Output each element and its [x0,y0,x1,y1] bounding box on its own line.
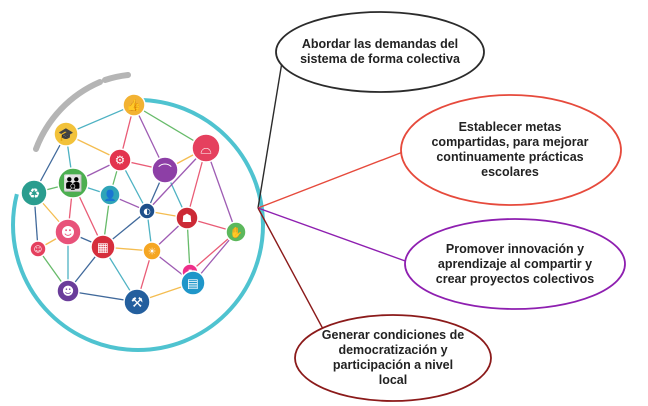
family-icon: 👪 [57,167,89,199]
thumbs-up-icon: 👍 [122,93,146,117]
svg-text:◐: ◐ [143,206,150,216]
tray-icon: ⌓ [191,133,221,163]
recycle-icon: ♻ [20,179,48,207]
svg-text:⌓: ⌓ [200,140,212,157]
svg-text:☻: ☻ [61,225,75,241]
hand-icon: ✋ [225,221,247,243]
svg-text:👍: 👍 [127,98,141,112]
community-icon: ☗ [175,206,199,230]
connector-line-1 [257,61,283,209]
bubble-shapes [275,11,626,402]
bubble-innovacion [404,218,626,310]
group-icon: ☻ [54,218,82,246]
people-gear-icon: ⚙ [108,148,132,172]
bubble-metas [400,94,622,206]
outer-gray-arc-2 [102,72,131,83]
bubble-democratizacion [294,314,492,402]
bubble-demandas [275,11,485,93]
svg-text:☀: ☀ [148,246,157,257]
svg-text:🎓: 🎓 [58,127,74,142]
crowd-icon: ☺ [29,240,47,258]
svg-text:☻: ☻ [62,284,74,298]
graduation-icon: 🎓 [53,121,79,147]
bridge-icon: ⌒ [151,156,179,184]
meeting-icon: ☻ [56,279,80,303]
svg-text:⚒: ⚒ [131,295,143,311]
svg-text:☗: ☗ [182,211,192,225]
person-icon: 👤 [99,184,121,206]
svg-text:👤: 👤 [103,189,116,202]
bubble-text-demandas: Abordar las demandas del sistema de form… [300,37,460,66]
network-nodes: 👍🎓⚙⌒⌓♻👪👤◐☗☻✋☺▦☀▮▤☻⚒ [20,93,247,316]
svg-text:▤: ▤ [187,276,199,291]
svg-text:✋: ✋ [229,226,242,239]
document-icon: ▤ [180,270,206,296]
connector-line-4 [257,207,331,343]
bubble-text-metas: Establecer metas compartidas, para mejor… [431,120,589,179]
globe-icon: ◐ [138,202,156,220]
svg-text:☺: ☺ [34,244,43,254]
outer-gray-arc [33,79,103,152]
svg-text:⚙: ⚙ [115,153,125,167]
svg-text:⌒: ⌒ [158,163,172,179]
svg-text:👪: 👪 [63,174,83,193]
factory-icon: ▦ [90,234,116,260]
worker-icon: ⚒ [123,288,151,316]
connector-line-3 [257,207,409,263]
connector-lines [257,61,409,343]
sun-icon: ☀ [142,241,162,261]
connector-line-2 [257,149,409,209]
bubble-text-innovacion: Promover innovación y aprendizaje al com… [435,241,595,286]
svg-text:♻: ♻ [28,186,40,202]
bubble-text-democratizacion: Generar condiciones de democratización y… [321,328,465,387]
network-edge [205,147,237,233]
svg-text:▦: ▦ [97,240,109,255]
